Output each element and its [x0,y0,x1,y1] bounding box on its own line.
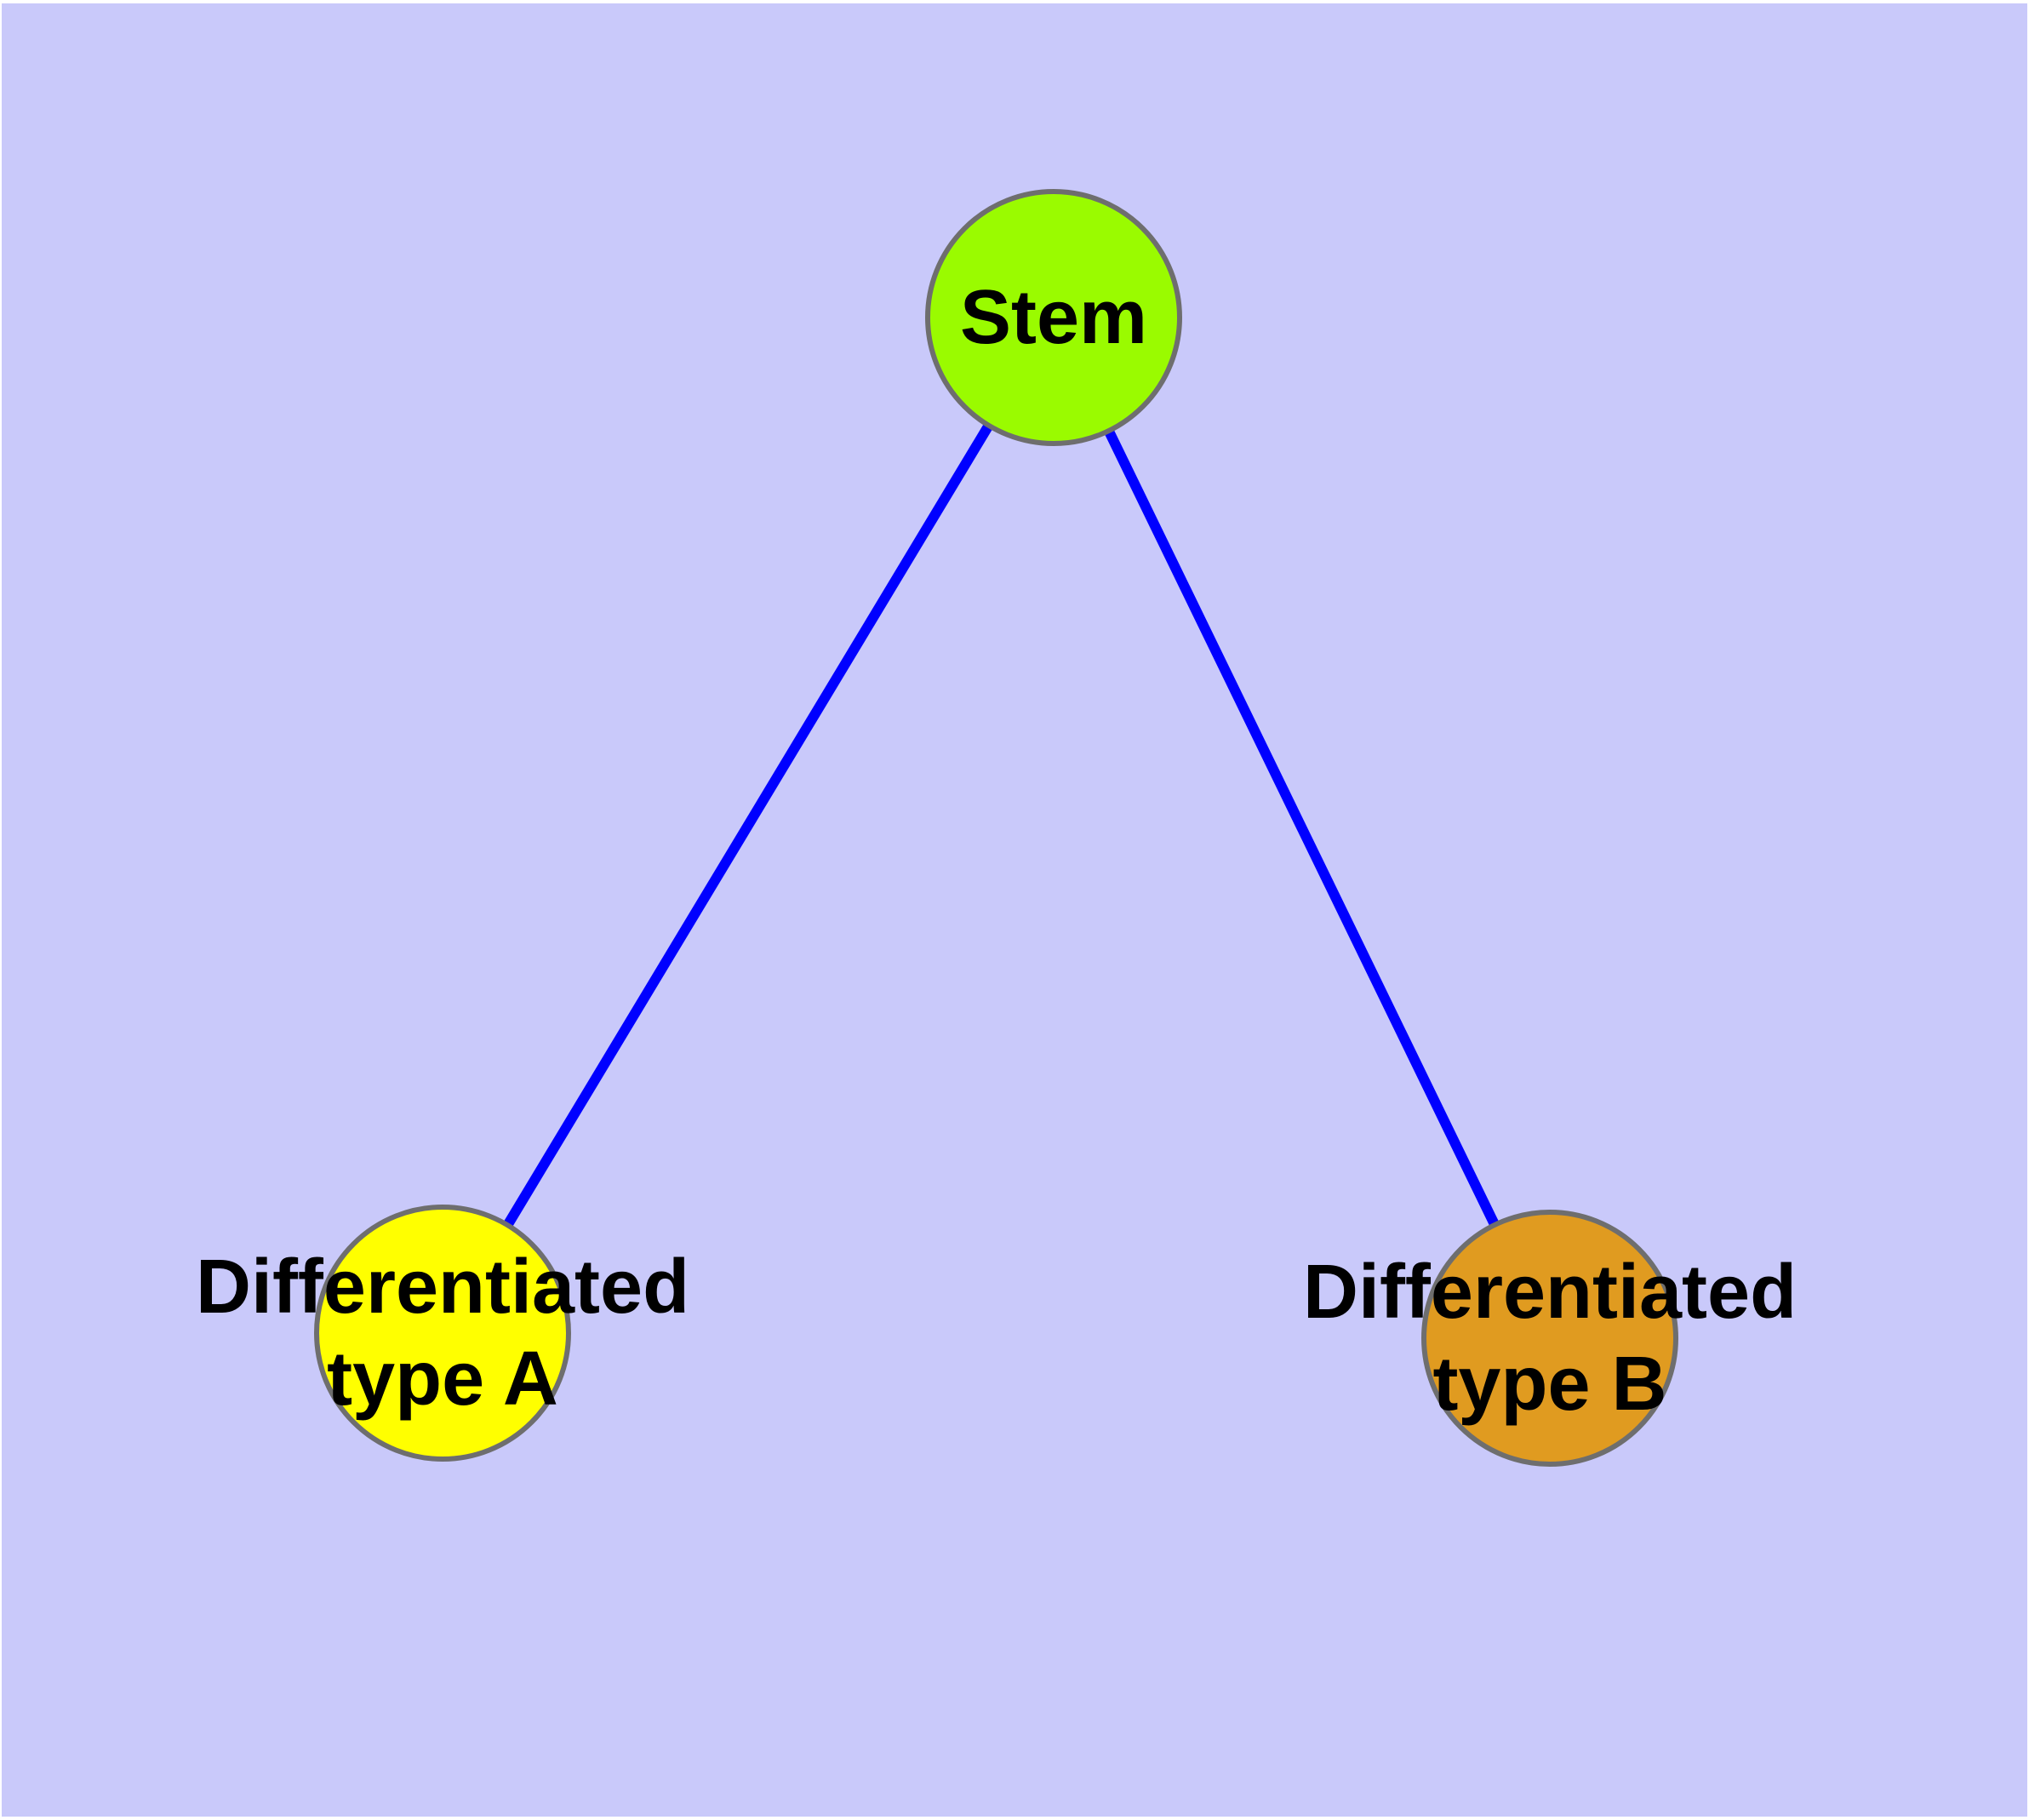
node-differentiated-type-a [314,1205,571,1462]
node-stem [925,189,1182,446]
node-label-text: type A [327,1336,558,1422]
node-label-text: Differentiated [195,1245,690,1330]
node-label-stem: Stem [960,272,1147,363]
node-differentiated-type-b [1421,1210,1678,1467]
node-label-differentiated-type-a: Differentiated type A [196,1241,689,1425]
node-label-differentiated-type-b: Differentiated type B [1303,1246,1797,1430]
node-label-text: Stem [959,275,1148,360]
node-label-text: type B [1432,1342,1667,1427]
node-label-text: Differentiated [1302,1250,1798,1335]
